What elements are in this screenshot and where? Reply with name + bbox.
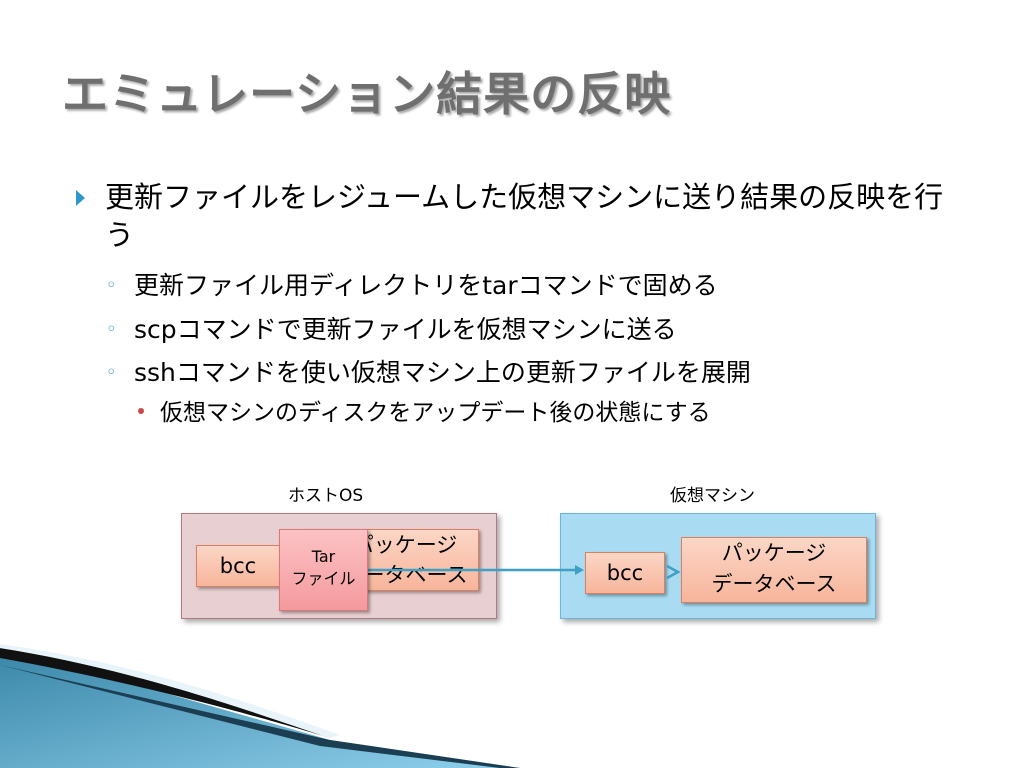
bullet-circle-icon: ◦ [106,362,117,383]
slide-title: エミュレーション結果の反映 [62,67,672,121]
vm-bcc-label: bcc [606,561,644,585]
vm-package-db-box: パッケージ データベース [681,537,867,603]
tar-file-box: Tar ファイル [279,529,368,611]
vm-label: 仮想マシン [670,486,755,506]
bullet-level3: 仮想マシンのディスクをアップデート後の状態にする [160,400,711,426]
bullet-arrow-icon [76,190,85,206]
bullet-circle-icon: ◦ [106,275,117,296]
bullet-circle-icon: ◦ [106,319,117,340]
vm-bcc-box: bcc [585,552,665,594]
tar-line2: ファイル [291,569,356,588]
host-bcc-box: bcc [196,545,280,587]
bullet-level2-item: 更新ファイル用ディレクトリをtarコマンドで固める [134,271,718,300]
host-os-label: ホストOS [288,486,364,506]
vm-pkg-line2: データベース [711,572,837,596]
vm-pkg-line1: パッケージ [721,541,827,565]
decorative-swoosh [0,644,520,768]
host-bcc-label: bcc [219,554,257,578]
transfer-arrowhead [575,565,584,575]
bullet-level1: 更新ファイルをレジュームした仮想マシンに送り結果の反映を行う [105,180,944,252]
bullet-level2-item: sshコマンドを使い仮想マシン上の更新ファイルを展開 [134,358,751,387]
bullet-dot-icon [138,408,144,414]
host-pkg-line1: パッケージ [352,533,458,557]
bullet-level2-item: scpコマンドで更新ファイルを仮想マシンに送る [134,315,677,344]
tar-line1: Tar [311,547,336,566]
vm-inner-arrow [666,564,681,580]
